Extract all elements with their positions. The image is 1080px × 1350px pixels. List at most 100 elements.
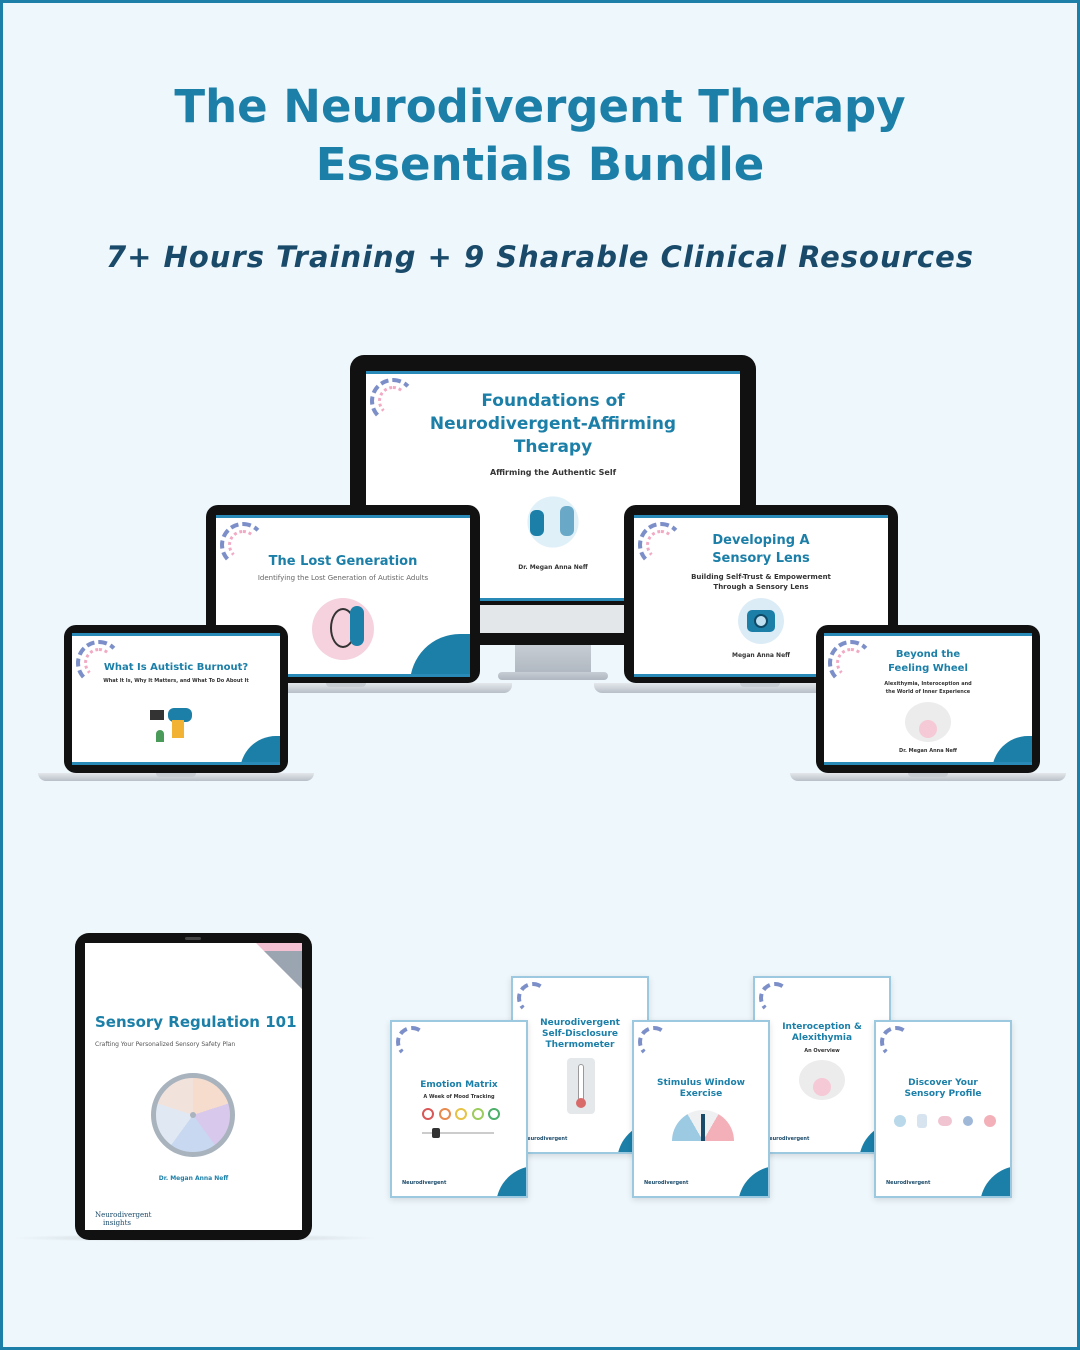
decorative-dots-icon (228, 530, 258, 560)
decorative-swirl-icon (759, 982, 791, 1014)
resource-title-line: Thermometer (545, 1040, 615, 1050)
decorative-swirl-icon (828, 640, 874, 686)
tablet-logo: Neurodivergent insights (95, 1211, 151, 1227)
course-title-line: Therapy (513, 437, 593, 457)
laptop-lost-generation: The Lost Generation Identifying the Lost… (206, 505, 480, 683)
course-subtitle-line: the World of Inner Experience (885, 689, 971, 695)
page-subtitle: 7+ Hours Training + 9 Sharable Clinical … (105, 240, 975, 274)
emotions-illustration (799, 1060, 845, 1100)
laptop-notch (740, 683, 780, 687)
course-subtitle: Identifying the Lost Generation of Autis… (257, 574, 429, 582)
resource-logo: Neurodivergent (644, 1180, 689, 1186)
face-illustration (312, 598, 374, 660)
wave-decoration (980, 1166, 1010, 1196)
wave-decoration (496, 1166, 526, 1196)
tablet-author: Dr. Megan Anna Neff (158, 1175, 229, 1182)
emotions-illustration (905, 702, 951, 742)
decorative-swirl-icon (220, 522, 266, 568)
decorative-swirl-icon (880, 1026, 912, 1058)
laptop-screen: What Is Autistic Burnout? What It Is, Wh… (72, 633, 280, 765)
laptop-base (594, 683, 926, 693)
decorative-swirl-icon (396, 1026, 428, 1058)
course-subtitle-line: Alexithymia, Interoception and (884, 681, 972, 687)
resource-subtitle: An Overview (804, 1048, 840, 1054)
camera-illustration (738, 598, 784, 644)
course-subtitle: What It Is, Why It Matters, and What To … (103, 678, 249, 684)
monitor-stand (515, 645, 591, 675)
resource-logo: Neurodivergent (886, 1180, 931, 1186)
resource-title: Stimulus Window Exercise (634, 1078, 768, 1100)
logo-line: insights (103, 1219, 131, 1227)
title-line-2: Essentials Bundle (315, 138, 765, 191)
mood-slider-icon (422, 1128, 494, 1138)
resource-title-line: Exercise (679, 1089, 723, 1099)
resource-title-line: Interoception & (782, 1022, 862, 1032)
tablet-screen: Sensory Regulation 101 Crafting Your Per… (85, 943, 302, 1230)
burnout-illustration (150, 700, 206, 748)
wave-decoration (410, 634, 470, 674)
course-title: The Lost Generation (268, 554, 418, 569)
decorative-swirl-icon (76, 640, 122, 686)
resource-title-line: Alexithymia (791, 1033, 853, 1043)
mood-faces-icon (422, 1108, 500, 1122)
laptop-notch (326, 683, 366, 687)
course-author: Megan Anna Neff (731, 652, 791, 659)
laptop-screen: Beyond the Feeling Wheel Alexithymia, In… (824, 633, 1032, 765)
decorative-swirl-icon (638, 522, 684, 568)
laptop-base (790, 773, 1066, 781)
course-subtitle: Affirming the Authentic Self (489, 468, 617, 477)
course-title-line: Sensory Lens (712, 551, 810, 566)
therapy-session-illustration (518, 492, 588, 552)
thermometer-icon (567, 1058, 595, 1114)
decorative-swirl-icon (370, 378, 416, 424)
resource-title: Discover Your Sensory Profile (876, 1078, 1010, 1100)
course-subtitle-line: Through a Sensory Lens (713, 583, 809, 591)
resource-logo: Neurodivergent (523, 1136, 568, 1142)
course-title-line: Foundations of (481, 391, 625, 411)
gauge-icon (672, 1110, 734, 1141)
page-title: The Neurodivergent Therapy Essentials Bu… (0, 78, 1080, 194)
resource-title: Neurodivergent Self-Disclosure Thermomet… (513, 1018, 647, 1051)
course-title-line: Beyond the (895, 649, 961, 660)
resource-logo: Neurodivergent (402, 1180, 447, 1186)
tablet-subtitle: Crafting Your Personalized Sensory Safet… (95, 1041, 236, 1048)
resource-stimulus-window: Stimulus Window Exercise Neurodivergent (632, 1020, 770, 1198)
laptop-notch (156, 773, 196, 777)
decorative-dots-icon (646, 530, 676, 560)
resource-thermometer: Neurodivergent Self-Disclosure Thermomet… (511, 976, 649, 1154)
laptop-notch (908, 773, 948, 777)
laptop-screen: Developing A Sensory Lens Building Self-… (634, 515, 888, 677)
course-author: Dr. Megan Anna Neff (899, 748, 957, 754)
wave-decoration (992, 736, 1032, 762)
resource-title-line: Neurodivergent (540, 1018, 620, 1028)
wave-decoration (240, 736, 280, 762)
resource-title: Emotion Matrix (420, 1080, 498, 1090)
resource-sensory-profile: Discover Your Sensory Profile Neurodiver… (874, 1020, 1012, 1198)
logo-line: Neurodivergent (95, 1211, 152, 1219)
course-title: Beyond the Feeling Wheel (824, 648, 1032, 676)
resource-title: Interoception & Alexithymia (755, 1022, 889, 1044)
title-line-1: The Neurodivergent Therapy (174, 80, 906, 133)
course-subtitle: Alexithymia, Interoception and the World… (824, 680, 1032, 696)
course-title-line: Neurodivergent-Affirming (429, 414, 677, 434)
laptop-feeling-wheel: Beyond the Feeling Wheel Alexithymia, In… (816, 625, 1040, 773)
monitor-stand-foot (498, 672, 608, 680)
corner-ribbon-inner (264, 951, 302, 989)
resource-subtitle: A Week of Mood Tracking (423, 1094, 495, 1100)
course-title-line: Feeling Wheel (888, 663, 968, 674)
course-author: Dr. Megan Anna Neff (518, 564, 588, 571)
course-subtitle-line: Building Self-Trust & Empowerment (691, 573, 831, 581)
resource-title-line: Sensory Profile (904, 1089, 982, 1099)
resource-title-line: Self-Disclosure (542, 1029, 618, 1039)
laptop-base (180, 683, 512, 693)
resource-interoception: Interoception & Alexithymia An Overview … (753, 976, 891, 1154)
resource-logo: Neurodivergent (765, 1136, 810, 1142)
course-title: Foundations of Neurodivergent-Affirming … (366, 390, 740, 459)
decorative-swirl-icon (638, 1026, 670, 1058)
laptop-autistic-burnout: What Is Autistic Burnout? What It Is, Wh… (64, 625, 288, 773)
laptop-base (38, 773, 314, 781)
course-title-line: Developing A (712, 533, 810, 548)
tablet-sensory-regulation: Sensory Regulation 101 Crafting Your Per… (75, 933, 312, 1240)
course-title: Developing A Sensory Lens (634, 532, 888, 568)
